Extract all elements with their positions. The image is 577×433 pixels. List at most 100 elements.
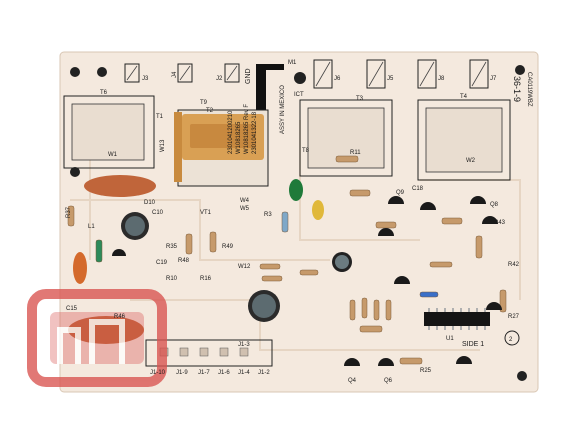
label-m1: M1 — [288, 60, 297, 66]
yellow-capacitor — [312, 200, 324, 220]
relay-t1 — [63, 95, 155, 169]
label-part4: 2301041322-18 — [252, 111, 258, 154]
label-t2: T2 — [206, 108, 214, 114]
silkscreen-labels: J3 J4 J2 GND M1 J6 J5 J8 J7 36-1-9 CA011… — [66, 60, 532, 384]
label-r46: R46 — [114, 314, 126, 320]
label-r11: R11 — [350, 150, 361, 156]
label-vt1: VT1 — [200, 210, 212, 216]
label-j1-6: J1-6 — [218, 370, 230, 376]
label-w12: W12 — [238, 264, 251, 270]
transformer-t2 — [174, 109, 269, 187]
label-date-code: 36-1-9 — [512, 76, 522, 102]
top-connectors — [124, 59, 489, 89]
label-u1: U1 — [446, 336, 454, 342]
label-t6: T6 — [100, 90, 108, 96]
label-q8: Q8 — [490, 202, 499, 208]
mounting-hole — [517, 371, 527, 381]
relay-t3 — [299, 99, 393, 177]
label-r27: R27 — [508, 314, 520, 320]
label-r35: R35 — [166, 244, 178, 250]
label-assy: ASSY IN MEXICO — [280, 85, 286, 134]
label-r10: R10 — [166, 276, 178, 282]
label-j1-7: J1-7 — [198, 370, 210, 376]
mounting-hole — [70, 67, 80, 77]
label-c18: C18 — [412, 186, 424, 192]
resistors — [67, 155, 507, 365]
label-j1-4: J1-4 — [238, 370, 250, 376]
label-j1-3: J1-3 — [238, 342, 250, 348]
label-ict: ICT — [294, 92, 304, 98]
side-marker-circle — [504, 330, 520, 346]
label-t4: T4 — [460, 94, 468, 100]
label-j7: J7 — [490, 76, 497, 82]
label-w5: W5 — [240, 206, 250, 212]
label-l1: L1 — [88, 224, 95, 230]
label-part1: W10818265 Rev F — [244, 104, 250, 154]
watermark-logo — [27, 289, 167, 387]
label-side1: SIDE 1 — [462, 341, 484, 348]
label-j5: J5 — [387, 76, 394, 82]
label-w4: W4 — [240, 198, 250, 204]
mounting-hole — [70, 167, 80, 177]
label-r49: R49 — [222, 244, 234, 250]
label-j3: J3 — [142, 76, 149, 82]
relay-t1-window — [71, 103, 145, 161]
label-q4: Q4 — [348, 378, 357, 384]
connector-hatching — [126, 61, 487, 87]
relay-outlines — [63, 95, 511, 181]
label-r3: R3 — [264, 212, 272, 218]
label-circle-2: 2 — [509, 337, 513, 343]
label-c10: C10 — [152, 210, 164, 216]
label-c15: C15 — [66, 306, 78, 312]
electrolytic-capacitors — [121, 212, 352, 322]
label-j6: J6 — [334, 76, 341, 82]
label-r43: R43 — [494, 220, 506, 226]
label-part2: W10818265 — [236, 121, 242, 154]
ic-u1 — [424, 308, 490, 330]
label-j1-9: J1-9 — [176, 370, 188, 376]
mounting-hole — [97, 67, 107, 77]
label-q6: Q6 — [384, 378, 393, 384]
label-d10: D10 — [144, 200, 156, 206]
label-r25: R25 — [420, 368, 432, 374]
label-j1-10: J1-10 — [150, 370, 166, 376]
label-w1: W1 — [108, 152, 118, 158]
label-w13: W13 — [160, 139, 166, 152]
relay-t4-window — [425, 107, 503, 173]
label-r42: R42 — [508, 262, 520, 268]
label-t8: T8 — [302, 148, 310, 154]
label-t3: T3 — [356, 96, 364, 102]
label-j4: J4 — [172, 71, 178, 78]
green-capacitor — [289, 179, 303, 201]
label-part3: 2301041200210 — [228, 110, 234, 154]
mounting-hole — [294, 72, 306, 84]
label-r16: R16 — [200, 276, 212, 282]
connector-j6 — [313, 59, 333, 89]
relay-t4 — [417, 99, 511, 181]
label-r37: R37 — [66, 206, 72, 218]
connector-j5 — [366, 59, 386, 89]
label-c19: C19 — [156, 260, 168, 266]
tantalum-capacitor — [73, 252, 87, 284]
label-j2: J2 — [216, 76, 223, 82]
gnd-bracket — [256, 64, 284, 112]
connector-j1 — [145, 339, 273, 367]
label-j1-2: J1-2 — [258, 370, 270, 376]
transistors — [112, 196, 502, 366]
label-w2: W2 — [466, 158, 476, 164]
label-r48: R48 — [178, 258, 190, 264]
connector-j4 — [177, 63, 193, 83]
connector-j8 — [417, 59, 437, 89]
label-j8: J8 — [438, 76, 445, 82]
label-gnd: GND — [245, 68, 252, 84]
label-q9: Q9 — [396, 190, 405, 196]
mounting-holes — [70, 65, 527, 381]
label-ul-mark: CA0119WBZ — [526, 72, 532, 107]
connector-j7 — [469, 59, 489, 89]
mounting-hole — [515, 65, 525, 75]
label-t1: T1 — [156, 114, 164, 120]
connector-j3 — [124, 63, 140, 83]
label-t9: T9 — [200, 100, 208, 106]
connector-j2 — [224, 63, 240, 83]
